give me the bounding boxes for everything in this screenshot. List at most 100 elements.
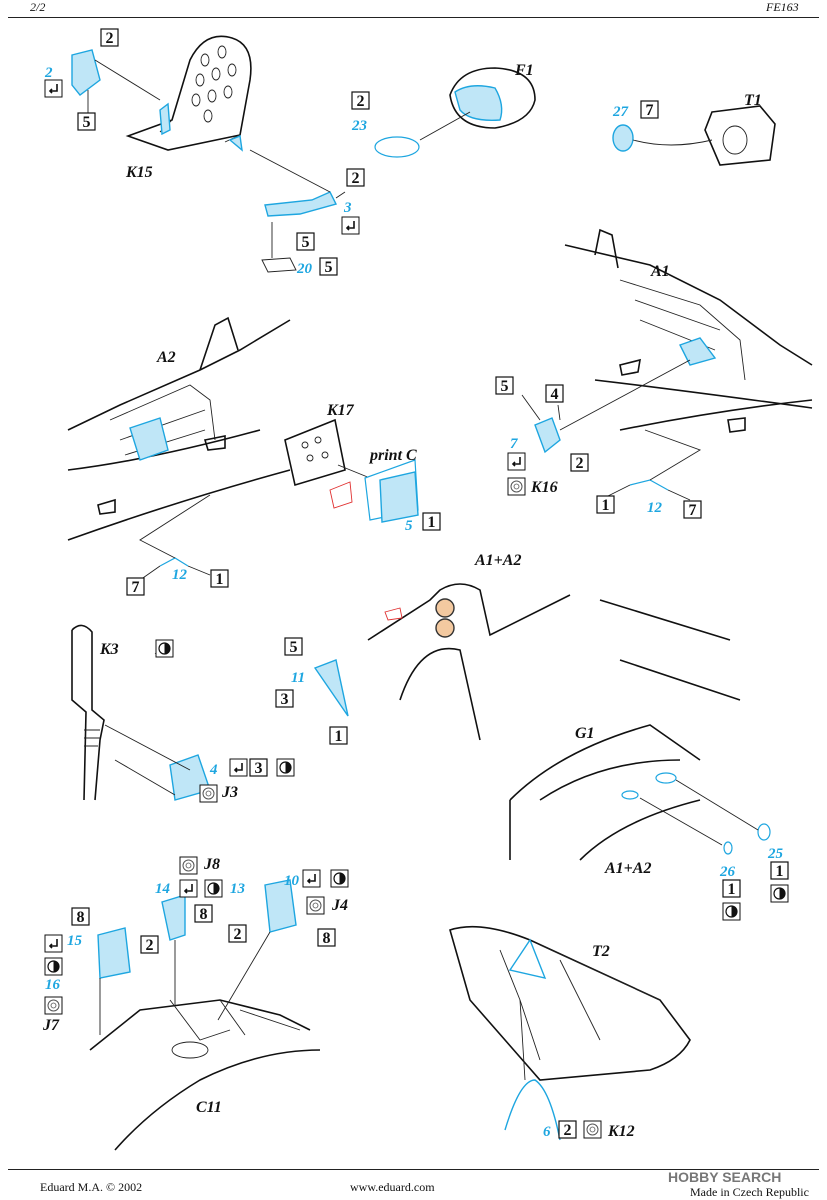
gunsight-f1 [449,67,536,129]
boxed-number-b5c: 5 [319,257,338,276]
boxed-number-b8b: 8 [194,904,213,923]
part-27-mesh [612,124,634,152]
part-10-plate [264,879,297,933]
label-a1a2-mid: A1+A2 [604,860,651,877]
num-26: 26 [719,864,736,880]
boxed-number-b2f: 2 [228,924,247,943]
boxed-number-b3a: 3 [275,689,294,708]
part-23-lens [374,136,420,158]
label-a2: A2 [156,349,176,366]
bend-icon [229,758,248,777]
registered-icon [44,996,63,1015]
label-f1: F1 [514,62,534,79]
svg-text:5: 5 [325,259,333,276]
svg-text:8: 8 [77,909,85,926]
boxed-number-b8c: 8 [317,928,336,947]
num-10: 10 [284,873,300,889]
fuselage-a1a2-guns [367,583,741,741]
label-j3: J3 [221,784,238,801]
watermark-logo: HOBBY SEARCH [668,1169,782,1185]
num-12-a1: 12 [647,500,663,516]
svg-text:2: 2 [564,1122,572,1139]
boxed-number-b5b: 5 [296,232,315,251]
registered-icon [306,896,325,915]
label-j7: J7 [42,1017,60,1034]
boxed-number-b1b: 1 [422,512,441,531]
svg-text:2: 2 [234,926,242,943]
boxed-number-b1f: 1 [722,879,741,898]
part-25-ring [655,772,677,784]
panel-k17 [284,418,346,487]
reflector-t1 [704,105,776,166]
bend-icon [44,934,63,953]
svg-text:2: 2 [357,93,365,110]
part-6-frame [504,1079,561,1141]
label-g1: G1 [575,725,595,742]
svg-text:5: 5 [302,234,310,251]
num-7: 7 [510,436,518,452]
num-13: 13 [230,881,246,897]
part-12-clip-a1 [629,479,669,491]
label-a1: A1 [650,263,670,280]
svg-text:8: 8 [323,930,331,947]
boxed-number-b3b: 3 [249,758,268,777]
bend-icon [179,879,198,898]
boxed-number-b7a: 7 [640,100,659,119]
fuselage-a1 [564,228,813,433]
part-14-plate [161,894,186,941]
floor-c11 [89,999,321,1151]
label-k17: K17 [326,402,355,419]
label-t1: T1 [744,92,762,109]
boxed-number-b1d: 1 [329,726,348,745]
svg-text:4: 4 [551,386,559,403]
label-print-c: print C [368,447,417,464]
svg-text:7: 7 [132,579,140,596]
part-3-belt [264,191,338,217]
svg-text:7: 7 [646,102,654,119]
svg-text:3: 3 [255,760,263,777]
boxed-number-b2d: 2 [570,453,589,472]
cowling-g1 [509,724,701,861]
num-12-a2: 12 [172,567,188,583]
bend-icon [44,79,63,98]
boxed-number-b7b: 7 [683,500,702,519]
symbol-boxes [44,79,789,1139]
label-j4: J4 [331,897,348,914]
fold-icon [330,869,349,888]
svg-text:2: 2 [146,937,154,954]
header-rule [8,17,819,18]
num-16: 16 [45,977,61,993]
svg-text:1: 1 [428,514,436,531]
num-27: 27 [612,104,629,120]
footer-website: www.eduard.com [350,1180,435,1194]
footer-origin: Made in Czech Republic [690,1185,809,1199]
label-k12: K12 [607,1123,635,1140]
canopy-t2 [449,925,691,1081]
num-15: 15 [67,933,83,949]
seat-belt-mark [159,102,171,136]
fold-icon [722,902,741,921]
bend-icon [507,452,526,471]
label-k16: K16 [530,479,558,496]
fold-icon [44,957,63,976]
boxed-number-b7c: 7 [126,577,145,596]
svg-text:1: 1 [776,863,784,880]
boxed-number-b2g: 2 [558,1120,577,1139]
boxed-number-b5e: 5 [284,637,303,656]
label-j8: J8 [203,856,220,873]
boxed-number-b4a: 4 [545,384,564,403]
svg-text:7: 7 [689,502,697,519]
page-number: 2/2 [30,0,46,14]
svg-text:2: 2 [352,170,360,187]
svg-text:5: 5 [83,114,91,131]
part-11-plate [313,659,349,717]
num-25: 25 [767,846,784,862]
label-k3: K3 [99,641,119,658]
registered-icon [179,856,198,875]
svg-text:1: 1 [216,571,224,588]
svg-text:3: 3 [281,691,289,708]
boxed-number-b1c: 1 [210,569,229,588]
svg-text:2: 2 [576,455,584,472]
